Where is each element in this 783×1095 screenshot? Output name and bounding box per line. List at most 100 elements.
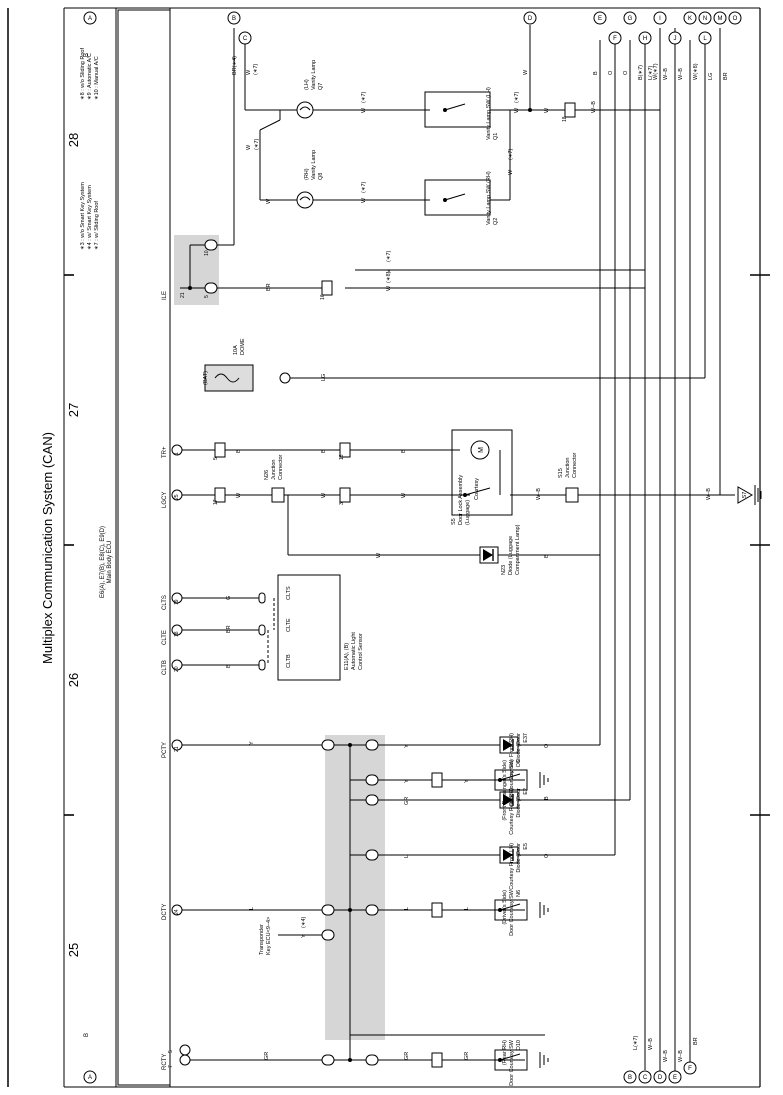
diode-e37 bbox=[499, 736, 519, 754]
svg-text:24: 24 bbox=[174, 909, 180, 915]
svg-text:CLTE: CLTE bbox=[286, 618, 292, 632]
svg-text:W–B: W–B bbox=[706, 488, 712, 500]
svg-text:Connector: Connector bbox=[572, 452, 578, 478]
svg-text:5: 5 bbox=[204, 295, 210, 298]
svg-text:E5: E5 bbox=[523, 843, 529, 850]
svg-text:18: 18 bbox=[174, 631, 180, 637]
junction-dots bbox=[188, 108, 532, 1062]
svg-text:W(∗7): W(∗7) bbox=[653, 63, 659, 80]
svg-text:W–B: W–B bbox=[663, 68, 669, 80]
svg-text:A: A bbox=[88, 1075, 92, 1081]
svg-text:W–B: W–B bbox=[591, 101, 597, 113]
svg-text:B: B bbox=[544, 554, 550, 558]
svg-text:F: F bbox=[613, 36, 617, 42]
svg-text:W: W bbox=[321, 492, 327, 498]
pin-numbers: 7 5 24 21 20 18 19 25 1 5 10 21 17 5 3 1… bbox=[168, 116, 568, 1068]
svg-text:S7: S7 bbox=[742, 492, 748, 499]
svg-text:M: M bbox=[718, 16, 723, 22]
svg-text:W: W bbox=[361, 107, 367, 113]
svg-text:BR: BR bbox=[693, 1037, 699, 1045]
svg-text:Automatic Light: Automatic Light bbox=[351, 632, 357, 670]
svg-text:(Luggage): (Luggage) bbox=[465, 500, 471, 525]
svg-text:CLTB: CLTB bbox=[162, 660, 168, 675]
svg-text:16: 16 bbox=[339, 454, 345, 460]
svg-text:∗4 : w/ Smart Key System: ∗4 : w/ Smart Key System bbox=[87, 185, 93, 250]
svg-text:W: W bbox=[376, 552, 382, 558]
svg-text:Compartment Lamp): Compartment Lamp) bbox=[515, 524, 521, 575]
svg-text:D: D bbox=[658, 1075, 663, 1081]
svg-text:C: C bbox=[243, 36, 248, 42]
svg-text:H: H bbox=[643, 36, 647, 42]
svg-text:Vanity Lamp SW (LH): Vanity Lamp SW (LH) bbox=[486, 87, 492, 140]
svg-text:K: K bbox=[688, 16, 692, 22]
svg-text:19: 19 bbox=[174, 599, 180, 605]
svg-text:L: L bbox=[249, 907, 255, 910]
svg-text:Door Courtesy SW: Door Courtesy SW bbox=[509, 1039, 515, 1086]
door-switch-o10 bbox=[494, 1049, 528, 1071]
svg-text:10A: 10A bbox=[233, 345, 239, 355]
svg-text:W: W bbox=[246, 144, 252, 150]
ecu-name: Main Body ECU bbox=[107, 541, 113, 584]
svg-text:∗8 : w/o Sliding Roof: ∗8 : w/o Sliding Roof bbox=[80, 48, 86, 100]
svg-text:O: O bbox=[608, 70, 614, 75]
svg-text:CLTS: CLTS bbox=[286, 586, 292, 600]
svg-text:L: L bbox=[404, 907, 410, 910]
svg-text:D: D bbox=[528, 16, 533, 22]
svg-text:(∗7): (∗7) bbox=[361, 182, 367, 193]
svg-text:O10: O10 bbox=[516, 1040, 522, 1050]
page-title: Multiplex Communication System (CAN) bbox=[40, 432, 55, 664]
svg-text:(∗7): (∗7) bbox=[253, 64, 259, 75]
svg-text:Door Lock Assembly: Door Lock Assembly bbox=[458, 475, 464, 525]
svg-text:(∗7): (∗7) bbox=[508, 149, 514, 160]
bottom-wire-labels: L(∗7) W–B W–B W–B BR bbox=[633, 1035, 699, 1062]
svg-text:Transponder: Transponder bbox=[259, 924, 265, 955]
inline-connectors bbox=[214, 102, 576, 1068]
motor-icon bbox=[470, 440, 490, 460]
svg-text:L: L bbox=[703, 36, 707, 42]
svg-text:N23: N23 bbox=[501, 565, 507, 575]
svg-text:W–B: W–B bbox=[648, 1038, 654, 1050]
auto-light-sensor-box bbox=[277, 574, 341, 681]
svg-text:(Front Passenger's Side): (Front Passenger's Side) bbox=[502, 760, 508, 821]
svg-text:Control Sensor: Control Sensor bbox=[358, 633, 364, 670]
wires bbox=[180, 25, 735, 1075]
svg-text:E11(A), (B): E11(A), (B) bbox=[344, 643, 350, 670]
svg-text:(RH): (RH) bbox=[304, 168, 310, 180]
diode-e5 bbox=[499, 846, 519, 864]
svg-text:V: V bbox=[386, 269, 392, 273]
svg-text:(Driver's Side): (Driver's Side) bbox=[502, 890, 508, 925]
svg-text:Courtesy Front LH): Courtesy Front LH) bbox=[509, 843, 515, 890]
svg-text:Door Courtesy SW: Door Courtesy SW bbox=[509, 759, 515, 806]
svg-text:TR+: TR+ bbox=[162, 446, 168, 458]
svg-text:5: 5 bbox=[213, 457, 219, 460]
svg-text:Door Courtesy SW: Door Courtesy SW bbox=[509, 889, 515, 936]
svg-text:W: W bbox=[266, 198, 272, 204]
junction-connector-n26 bbox=[271, 487, 285, 503]
svg-text:O: O bbox=[544, 743, 550, 748]
notes-right: ∗8 : w/o Sliding Roof ∗9 : Automatic A/C… bbox=[80, 48, 100, 100]
svg-text:7: 7 bbox=[168, 1065, 174, 1068]
ecu-pins: RCTY DCTY PCTY CLTB CLTE CLTS LGCY TR+ I… bbox=[162, 291, 168, 1070]
svg-text:GR: GR bbox=[264, 1052, 270, 1060]
svg-text:Junction: Junction bbox=[271, 460, 277, 481]
svg-text:G: G bbox=[226, 596, 232, 600]
svg-text:S15: S15 bbox=[558, 468, 564, 478]
svg-text:ILE: ILE bbox=[162, 291, 168, 300]
svg-text:∗10 : Manual A/C: ∗10 : Manual A/C bbox=[94, 56, 100, 100]
svg-text:W–B: W–B bbox=[678, 1050, 684, 1062]
svg-text:B: B bbox=[232, 16, 236, 22]
svg-text:25: 25 bbox=[174, 494, 180, 500]
door-switch-n6 bbox=[494, 899, 528, 921]
svg-text:18: 18 bbox=[562, 116, 568, 122]
svg-text:S5: S5 bbox=[451, 518, 457, 525]
svg-text:21: 21 bbox=[174, 746, 180, 752]
svg-text:L: L bbox=[464, 907, 470, 910]
svg-text:B: B bbox=[226, 664, 232, 668]
svg-text:W: W bbox=[523, 69, 529, 75]
door-lock-assembly-box bbox=[451, 429, 513, 516]
svg-text:DCTY: DCTY bbox=[162, 904, 168, 920]
svg-text:W: W bbox=[386, 285, 392, 291]
svg-text:Vanity Lamp: Vanity Lamp bbox=[311, 150, 317, 180]
wire-color-labels: GR GR GR GR B L L L L O Y Y Y Y O B BR G… bbox=[226, 56, 712, 1060]
svg-text:GR: GR bbox=[464, 1052, 470, 1060]
